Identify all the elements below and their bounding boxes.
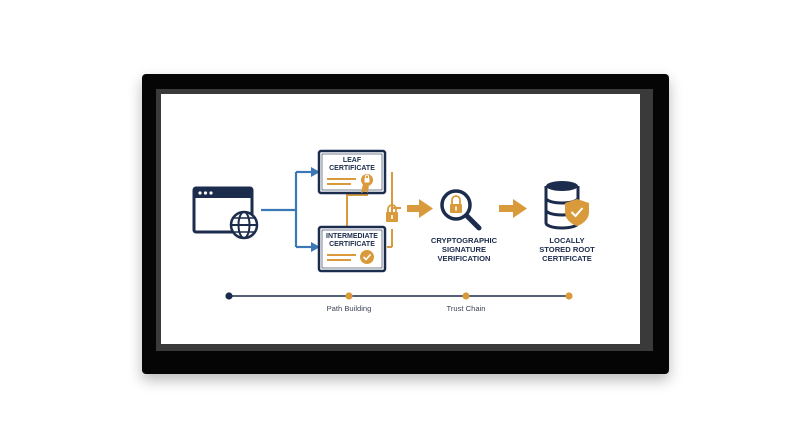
root-store-label-3: CERTIFICATE [542, 254, 592, 263]
branch-connector [261, 170, 311, 249]
arrow-to-root-store-icon [499, 199, 527, 218]
arrow-to-intermediate-icon [311, 242, 320, 252]
timeline-end-dot [565, 292, 573, 300]
ribbon-seal-icon [361, 174, 373, 193]
root-store-label-2: STORED ROOT [539, 245, 595, 254]
timeline-label-path-building: Path Building [327, 304, 372, 313]
timeline-start-dot [225, 292, 233, 300]
display-bezel: LEAF CERTIFICATE INTERMEDIATE [156, 89, 653, 351]
timeline: Path Building Trust Chain [225, 292, 573, 313]
display-screen: LEAF CERTIFICATE INTERMEDIATE [161, 94, 640, 344]
certificate-chain-diagram: LEAF CERTIFICATE INTERMEDIATE [192, 149, 595, 313]
padlock-icon [386, 204, 398, 222]
browser-globe-icon [192, 186, 259, 240]
arrow-to-leaf-icon [311, 167, 320, 177]
leaf-certificate-label-2: CERTIFICATE [329, 165, 375, 172]
intermediate-certificate: INTERMEDIATE CERTIFICATE [317, 225, 387, 273]
verification-label-1: CRYPTOGRAPHIC [431, 236, 498, 245]
verification-label-2: SIGNATURE [442, 245, 486, 254]
timeline-dot-path-building [345, 292, 353, 300]
check-seal-icon [360, 250, 374, 264]
magnifier-lock-icon [440, 189, 482, 231]
timeline-label-trust-chain: Trust Chain [447, 304, 486, 313]
intermediate-certificate-label-2: CERTIFICATE [329, 241, 375, 248]
display-frame: LEAF CERTIFICATE INTERMEDIATE [142, 74, 669, 374]
leaf-certificate: LEAF CERTIFICATE [317, 149, 387, 195]
timeline-dot-trust-chain [462, 292, 470, 300]
verification-label-3: VERIFICATION [437, 254, 490, 263]
leaf-certificate-label-1: LEAF [343, 157, 362, 164]
arrow-to-verification-icon [407, 199, 433, 218]
database-shield-icon [544, 181, 589, 230]
root-store-label-1: LOCALLY [549, 236, 584, 245]
intermediate-certificate-label-1: INTERMEDIATE [326, 233, 378, 240]
